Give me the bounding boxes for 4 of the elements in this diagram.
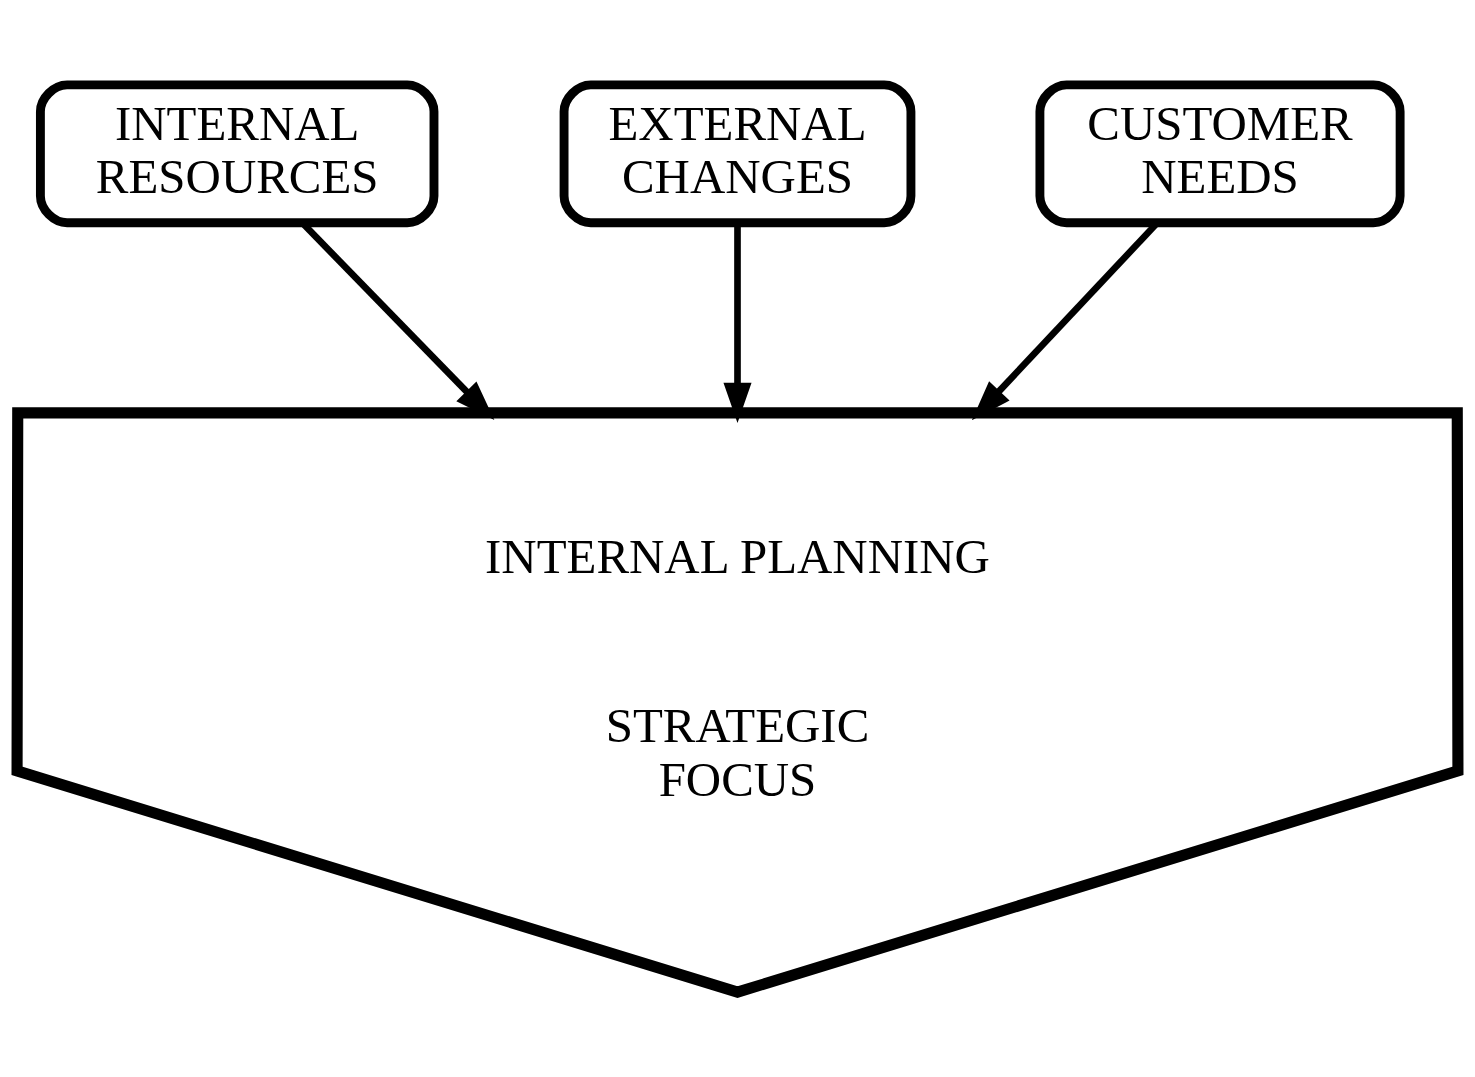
arrow xyxy=(723,223,752,423)
node-box: EXTERNAL CHANGES xyxy=(559,80,916,228)
node-box: INTERNAL RESOURCES xyxy=(35,80,439,228)
node-box: CUSTOMER NEEDS xyxy=(1035,80,1405,228)
